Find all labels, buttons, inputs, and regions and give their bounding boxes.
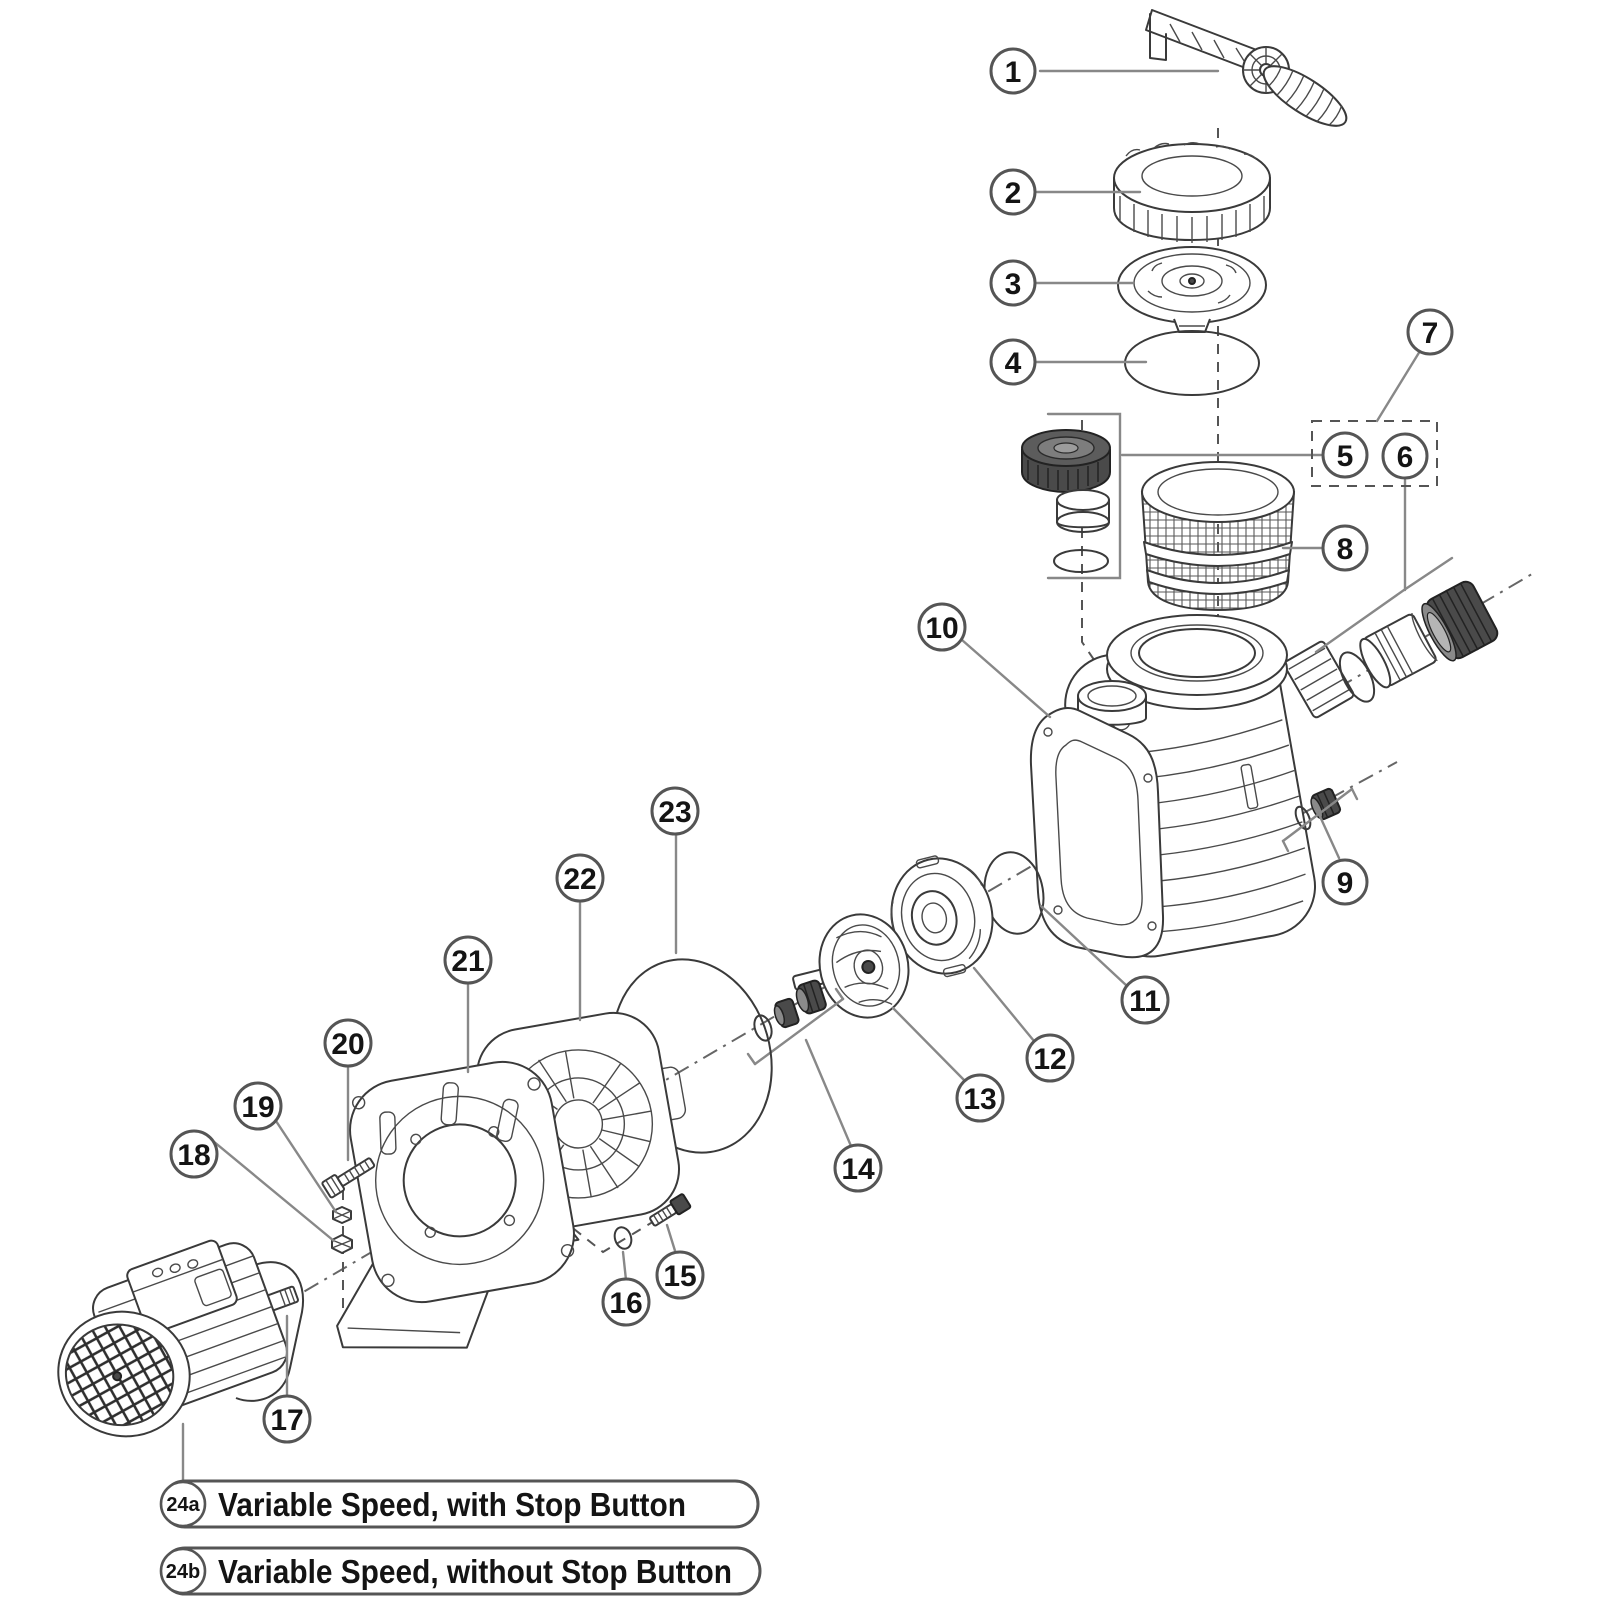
seal-ring (773, 997, 800, 1029)
legend: 24a Variable Speed, with Stop Button 24b… (159, 1479, 762, 1596)
legend-badge-24b (159, 1547, 207, 1595)
union-fitting-group (1314, 478, 1499, 703)
callout-9: 9 (1321, 858, 1369, 906)
plug-bracket (1281, 787, 1354, 843)
svg-text:14: 14 (841, 1153, 875, 1186)
legend-label-24a: Variable Speed, with Stop Button (218, 1486, 686, 1523)
diffuser (890, 855, 994, 978)
legend-item-24a: 24a Variable Speed, with Stop Button (159, 1479, 760, 1529)
lid-lock-ring (1113, 142, 1271, 243)
svg-text:21: 21 (451, 945, 484, 978)
hex-nut-19 (332, 1206, 352, 1224)
hex-nut-18 (331, 1234, 353, 1254)
plug-o-ring (1294, 805, 1312, 831)
group-7-dashed-box (1311, 420, 1438, 487)
callout-12: 12 (1025, 1033, 1075, 1083)
legend-label-24b: Variable Speed, without Stop Button (218, 1553, 732, 1590)
motor (57, 1239, 304, 1438)
svg-text:22: 22 (563, 863, 596, 896)
callout-16: 16 (601, 1277, 651, 1327)
discharge-port (1283, 640, 1355, 719)
svg-text:18: 18 (177, 1139, 210, 1172)
callout-15: 15 (655, 1250, 705, 1300)
drain-plug (1310, 787, 1342, 821)
svg-text:6: 6 (1397, 441, 1414, 474)
svg-text:16: 16 (609, 1287, 642, 1320)
bracket-bolt (321, 1157, 376, 1199)
svg-text:24a: 24a (166, 1494, 200, 1516)
callout-2: 2 (989, 168, 1037, 216)
callout-21: 21 (443, 935, 493, 985)
plug-axis-centerline (1242, 761, 1398, 847)
callout-22: 22 (555, 853, 605, 903)
seal-seat (795, 979, 827, 1015)
basket-band-lower (1146, 569, 1290, 595)
strainer-lid (1117, 246, 1267, 333)
svg-text:5: 5 (1337, 440, 1354, 473)
washer (613, 1226, 633, 1250)
impeller (792, 913, 910, 1019)
strainer-basket (1140, 461, 1296, 612)
svg-text:7: 7 (1422, 317, 1439, 350)
legend-badge-24a (159, 1480, 207, 1528)
drain-cap (1021, 429, 1111, 494)
pump-housing (1029, 614, 1355, 959)
callout-8: 8 (1321, 524, 1369, 572)
drain-plug-group (1281, 787, 1359, 853)
callout-13: 13 (955, 1073, 1005, 1123)
seal-bracket (753, 997, 845, 1066)
svg-text:23: 23 (658, 796, 691, 829)
svg-text:8: 8 (1337, 533, 1354, 566)
svg-text:17: 17 (270, 1404, 303, 1437)
lid-handle-tool (1145, 9, 1348, 127)
motor-bracket (336, 1060, 575, 1349)
svg-text:10: 10 (925, 612, 958, 645)
svg-text:20: 20 (331, 1028, 364, 1061)
callout-1: 1 (989, 47, 1037, 95)
plug-bracket-ticks (1281, 787, 1359, 853)
union-tailpiece (1359, 612, 1438, 689)
motor-fan-grille (57, 1310, 191, 1438)
callout-23: 23 (650, 786, 700, 836)
callout-5: 5 (1321, 431, 1369, 479)
legend-item-24b: 24b Variable Speed, without Stop Button (159, 1546, 762, 1596)
callout-4: 4 (989, 338, 1037, 386)
svg-text:12: 12 (1033, 1043, 1066, 1076)
strainer-pot-collar (1106, 614, 1288, 710)
basket-band-upper (1143, 541, 1293, 567)
callout-14: 14 (833, 1143, 883, 1193)
svg-text:15: 15 (663, 1260, 696, 1293)
svg-text:24b: 24b (166, 1561, 200, 1583)
callout-7: 7 (1406, 308, 1454, 356)
callout-19: 19 (233, 1081, 283, 1131)
motor-terminal-box (126, 1239, 238, 1335)
drain-cap-group-box (1046, 412, 1122, 580)
callout-3: 3 (989, 259, 1037, 307)
leader-lines (181, 69, 1438, 1484)
svg-text:11: 11 (1129, 985, 1161, 1018)
sight-glass (1056, 489, 1110, 533)
seal-plate-bolt (649, 1193, 692, 1227)
svg-text:1: 1 (1005, 56, 1022, 89)
svg-text:2: 2 (1005, 177, 1022, 210)
svg-text:4: 4 (1005, 347, 1022, 380)
callout-10: 10 (917, 602, 967, 652)
drain-cap-group (1021, 412, 1122, 580)
callouts: 1 2 3 4 5 6 7 8 9 10 11 12 13 14 15 16 1… (169, 47, 1454, 1444)
svg-text:19: 19 (241, 1091, 274, 1124)
shaft-seal-group (746, 979, 845, 1066)
callout-17: 17 (262, 1394, 312, 1444)
union-bracket (1314, 556, 1454, 654)
svg-text:3: 3 (1005, 268, 1022, 301)
callout-11: 11 (1120, 975, 1170, 1025)
svg-text:13: 13 (963, 1083, 996, 1116)
svg-text:9: 9 (1337, 867, 1354, 900)
seal-bracket-ticks (746, 987, 845, 1066)
callout-20: 20 (323, 1018, 373, 1068)
callout-6: 6 (1381, 432, 1429, 480)
callout-18: 18 (169, 1129, 219, 1179)
union-nut (1421, 580, 1499, 662)
drain-cap-o-ring (1053, 549, 1109, 573)
